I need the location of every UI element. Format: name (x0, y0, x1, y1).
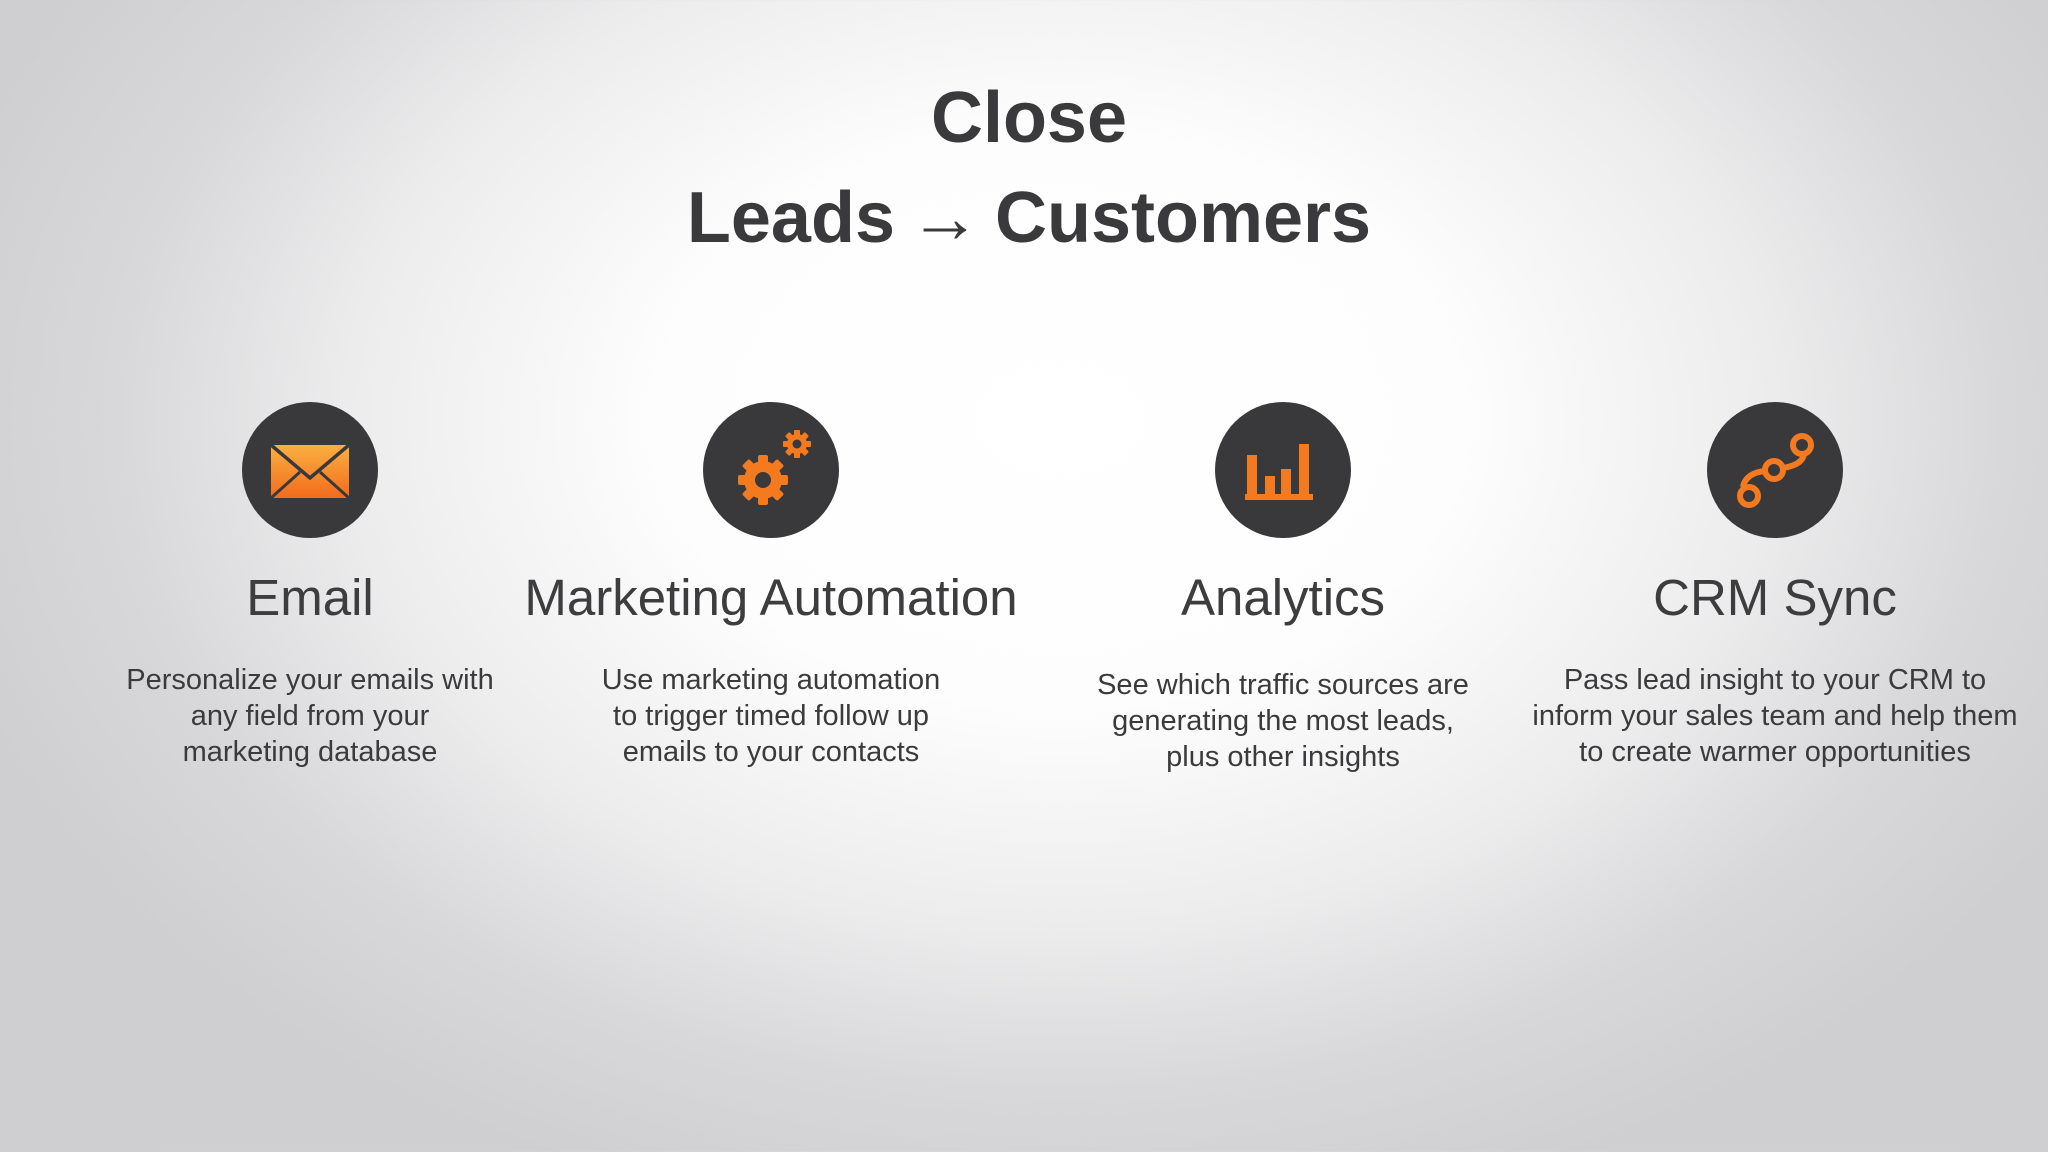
description-line: Personalize your emails with (126, 664, 494, 696)
feature-title: CRM Sync (1653, 569, 1897, 626)
feature-analytics: Analytics See which traffic sources are … (1013, 402, 1553, 775)
description-line: inform your sales team and help them (1532, 700, 2018, 732)
feature-email: Email Personalize your emails with any f… (40, 402, 580, 770)
title-customers: Customers (994, 178, 1372, 258)
description-line: marketing database (182, 736, 438, 768)
feature-description: See which traffic sources are generating… (1013, 667, 1553, 775)
arrow-right-icon: → (908, 178, 981, 258)
description-line: plus other insights (1166, 741, 1400, 773)
description-line: See which traffic sources are (1097, 669, 1469, 701)
envelope-icon (242, 402, 378, 538)
description-line: emails to your contacts (622, 736, 920, 768)
feature-crm-sync: CRM Sync Pass lead insight to your CRM t… (1505, 402, 2045, 770)
description-line: to create warmer opportunities (1579, 736, 1971, 768)
description-line: generating the most leads, (1112, 705, 1454, 737)
bar-chart-icon (1215, 402, 1351, 538)
feature-marketing-automation: Marketing Automation Use marketing autom… (501, 402, 1041, 770)
description-line: Pass lead insight to your CRM to (1563, 664, 1987, 696)
description-line: Use marketing automation (601, 664, 941, 696)
connected-nodes-icon (1707, 402, 1843, 538)
feature-description: Use marketing automation to trigger time… (501, 662, 1041, 770)
feature-title: Analytics (1180, 569, 1386, 626)
feature-title: Email (246, 569, 374, 626)
slide-title-line-2: Leads→Customers (0, 178, 2048, 258)
description-line: any field from your (190, 700, 430, 732)
feature-title: Marketing Automation (524, 569, 1018, 626)
title-leads: Leads (686, 178, 895, 258)
description-line: to trigger timed follow up (613, 700, 929, 732)
slide-title-line-1: Close (930, 78, 1128, 158)
feature-description: Pass lead insight to your CRM to inform … (1505, 662, 2045, 770)
feature-description: Personalize your emails with any field f… (40, 662, 580, 770)
gears-icon (703, 402, 839, 538)
